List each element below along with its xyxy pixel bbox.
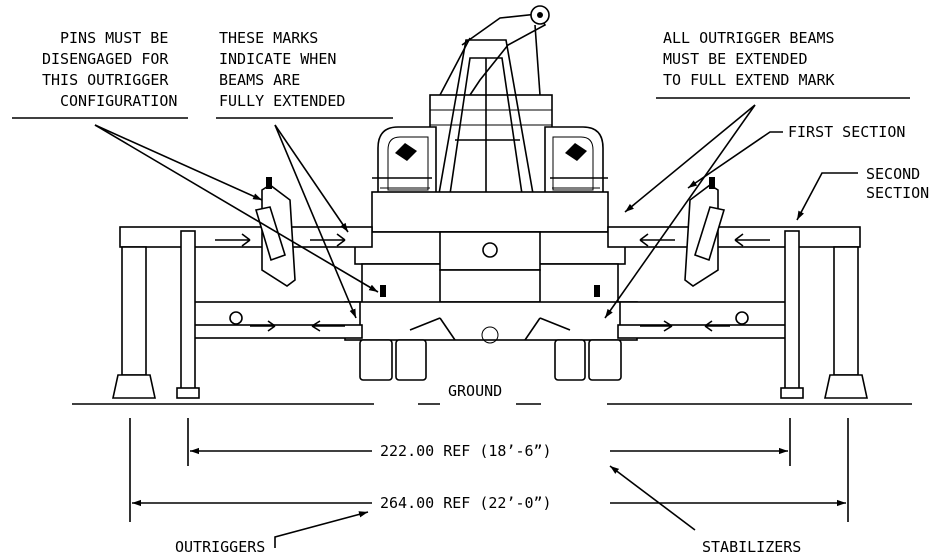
stabilizers-label: STABILIZERS <box>702 538 801 556</box>
second-section-label-2: SECTION <box>866 184 929 202</box>
right-cab <box>544 126 608 196</box>
pins-note-line-4: CONFIGURATION <box>60 92 177 110</box>
dimension-lines <box>129 418 849 522</box>
left-outrigger-beams <box>119 184 373 339</box>
beams-note-line-1: ALL OUTRIGGER BEAMS <box>663 29 835 47</box>
marks-note: THESE MARKS INDICATE WHEN BEAMS ARE FULL… <box>219 29 345 110</box>
beams-note: ALL OUTRIGGER BEAMS MUST BE EXTENDED TO … <box>663 29 835 89</box>
extend-arrows <box>215 233 770 332</box>
pins-leaders <box>12 117 379 293</box>
boom-tower <box>429 5 553 218</box>
pins <box>266 177 715 297</box>
first-section-label: FIRST SECTION <box>788 123 905 141</box>
marks-leaders <box>216 117 393 319</box>
second-section-leader <box>796 172 858 221</box>
marks-note-line-1: THESE MARKS <box>219 29 318 47</box>
beams-leaders <box>604 97 910 319</box>
pins-note-line-3: THIS OUTRIGGER <box>42 71 169 89</box>
marks-note-line-3: BEAMS ARE <box>219 71 300 89</box>
machine-drawing <box>112 5 868 399</box>
second-section-label-1: SECOND <box>866 165 920 183</box>
pins-note-line-1: PINS MUST BE <box>60 29 168 47</box>
stabilizers-dimension: 222.00 REF (18’-6”) <box>380 442 552 460</box>
machine-body <box>344 191 638 344</box>
wheels <box>359 339 622 381</box>
outrigger-feet <box>112 246 868 399</box>
ground-label: GROUND <box>448 382 502 400</box>
right-outrigger-beams <box>607 184 861 339</box>
marks-note-line-2: INDICATE WHEN <box>219 50 336 68</box>
stabilizer-feet <box>176 230 804 399</box>
pins-note-line-2: DISENGAGED FOR <box>42 50 169 68</box>
marks-note-line-4: FULLY EXTENDED <box>219 92 345 110</box>
pins-note: PINS MUST BE DISENGAGED FOR THIS OUTRIGG… <box>42 29 177 110</box>
beams-note-line-2: MUST BE EXTENDED <box>663 50 808 68</box>
bottom-leaders <box>274 465 696 548</box>
first-section-leader <box>687 131 783 189</box>
outriggers-label: OUTRIGGERS <box>175 538 265 556</box>
left-cab <box>372 126 437 196</box>
outriggers-dimension: 264.00 REF (22’-0”) <box>380 494 552 512</box>
beams-note-line-3: TO FULL EXTEND MARK <box>663 71 835 89</box>
